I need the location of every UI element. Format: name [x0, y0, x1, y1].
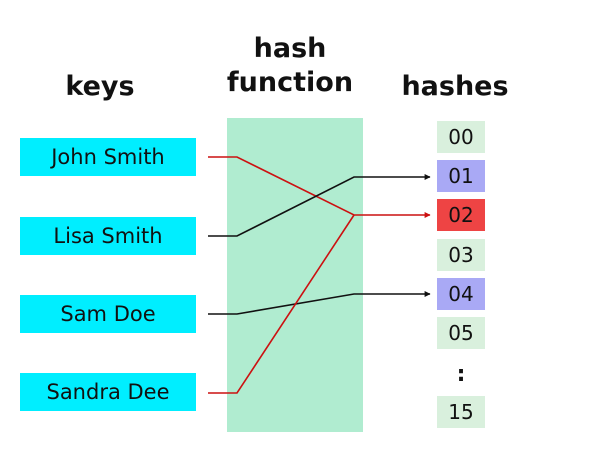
hash-function-heading: hash function: [200, 32, 380, 100]
hash-slot-03: 03: [437, 239, 485, 271]
key-box-john-smith: John Smith: [20, 138, 196, 176]
key-box-sam-doe: Sam Doe: [20, 295, 196, 333]
wire-john-smith: [208, 156, 431, 218]
hash-slot-02: 02: [437, 199, 485, 231]
hash-slot-04: 04: [437, 278, 485, 310]
keys-heading: keys: [65, 71, 135, 102]
hash-function-box: [227, 118, 363, 432]
hash-slot-05: 05: [437, 317, 485, 349]
key-box-sandra-dee: Sandra Dee: [20, 373, 196, 411]
hash-function-heading-line1: hash: [253, 33, 327, 64]
hash-function-heading-line2: function: [226, 67, 354, 98]
key-box-lisa-smith: Lisa Smith: [20, 217, 196, 255]
hashes-heading: hashes: [401, 71, 509, 102]
wire-sam-doe: [208, 291, 431, 315]
wire-sandra-dee: [208, 214, 355, 394]
slots-ellipsis: :: [456, 361, 466, 387]
hash-slot-15: 15: [437, 396, 485, 428]
hash-slot-00: 00: [437, 121, 485, 153]
wire-lisa-smith: [208, 174, 431, 237]
hash-slot-01: 01: [437, 160, 485, 192]
